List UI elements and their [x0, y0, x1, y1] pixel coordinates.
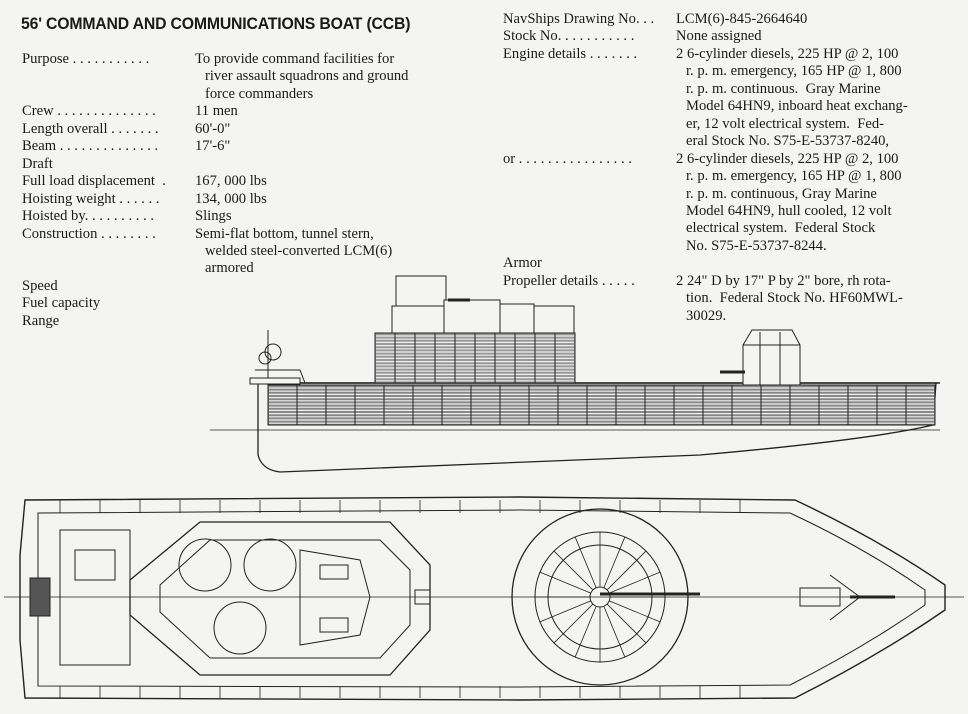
drawing-line	[603, 536, 626, 588]
spec-value-line: 11 men	[195, 103, 238, 120]
spec-value-line: 167, 000 lbs	[195, 173, 267, 190]
spec-value-line: 2 24" D by 17" P by 2" bore, rh rota-	[676, 272, 891, 289]
spec-value: None assigned	[676, 28, 762, 45]
drawing-line	[603, 606, 626, 658]
drawing-line	[553, 550, 594, 591]
drawing-line	[539, 600, 591, 623]
spec-label: Range	[22, 312, 60, 329]
drawing-line	[539, 571, 591, 594]
spec-value-line: 17'-6"	[195, 138, 231, 155]
spec-value-line: Semi-flat bottom, tunnel stern,	[195, 225, 374, 242]
spec-label: or . . . . . . . . . . . . . . . .	[503, 150, 632, 167]
spec-value-line: None assigned	[676, 28, 762, 45]
spec-value-line: 134, 000 lbs	[195, 190, 267, 207]
spec-label: Propeller details . . . . .	[503, 272, 635, 289]
spec-value-line: er, 12 volt electrical system. Fed-	[686, 115, 884, 132]
spec-value-line: Slings	[195, 208, 232, 225]
spec-value-line: welded steel-converted LCM(6)	[205, 242, 393, 259]
spec-value-line: No. S75-E-53737-8244.	[686, 237, 827, 254]
spec-value-line: 2 6-cylinder diesels, 225 HP @ 2, 100	[676, 150, 899, 167]
page-title: 56' COMMAND AND COMMUNICATIONS BOAT (CCB…	[21, 14, 411, 33]
left-spec-list: Purpose . . . . . . . . . . . To provide …	[22, 51, 408, 330]
spec-value-line: 30029.	[686, 307, 727, 324]
drawing-line	[553, 603, 594, 644]
spec-value: 2 24" D by 17" P by 2" bore, rh rota-tio…	[676, 273, 903, 325]
spec-row: Propeller details . . . . . 2 24" D by 17…	[503, 273, 908, 325]
spec-value: Slings	[195, 208, 232, 225]
spec-value: Semi-flat bottom, tunnel stern,welded st…	[195, 226, 392, 278]
spec-value-line: To provide command facilities for	[195, 51, 395, 67]
side-elevation-drawing	[210, 275, 940, 473]
spec-row: or . . . . . . . . . . . . . . . . 2 6-cy…	[503, 151, 908, 256]
spec-label: Full load displacement .	[22, 173, 166, 190]
spec-value: 11 men	[195, 103, 238, 120]
spec-value-line: 2 6-cylinder diesels, 225 HP @ 2, 100	[676, 45, 899, 62]
spec-label: Armor	[503, 255, 542, 272]
spec-value: 134, 000 lbs	[195, 191, 267, 208]
spec-value-line: force commanders	[205, 85, 314, 102]
spec-label: Construction . . . . . . . .	[22, 225, 156, 242]
drawing-line	[574, 536, 597, 588]
right-spec-list: NavShips Drawing No. . . LCM(6)-845-26646…	[503, 11, 908, 325]
spec-row: Fuel capacity	[22, 295, 408, 312]
spec-value-line: r. p. m. emergency, 165 HP @ 1, 800	[686, 63, 902, 80]
spec-row: Engine details . . . . . . . 2 6-cylinder…	[503, 46, 908, 151]
spec-label: Crew . . . . . . . . . . . . . .	[22, 103, 156, 120]
spec-value-line: river assault squadrons and ground	[205, 68, 409, 85]
spec-label: Purpose . . . . . . . . . . .	[22, 51, 150, 67]
spec-label: Stock No. . . . . . . . . . .	[503, 28, 635, 45]
spec-value-line: Model 64HN9, inboard heat exchang-	[686, 98, 908, 115]
spec-row: Beam . . . . . . . . . . . . . . 17'-6"	[22, 138, 408, 155]
spec-row: Construction . . . . . . . . Semi-flat bo…	[22, 226, 408, 278]
spec-value: 17'-6"	[195, 138, 230, 155]
spec-value: 60'-0"	[195, 121, 230, 138]
spec-label: Length overall . . . . . . .	[22, 120, 159, 137]
spec-row: Range	[22, 313, 408, 330]
spec-value-line: r. p. m. continuous, Gray Marine	[686, 185, 877, 202]
drawing-line	[609, 571, 661, 594]
spec-label: Hoisting weight . . . . . .	[22, 190, 160, 207]
spec-value-line: r. p. m. continuous. Gray Marine	[686, 80, 881, 97]
spec-row: Draft	[22, 156, 408, 173]
spec-label: Hoisted by. . . . . . . . . .	[22, 208, 155, 225]
spec-value-line: tion. Federal Stock No. HF60MWL-	[686, 290, 903, 307]
spec-label: Speed	[22, 277, 58, 294]
spec-row: Hoisting weight . . . . . . 134, 000 lbs	[22, 191, 408, 208]
spec-row: NavShips Drawing No. . . LCM(6)-845-26646…	[503, 11, 908, 28]
drawing-line	[609, 600, 661, 623]
spec-row: Full load displacement . 167, 000 lbs	[22, 173, 408, 190]
spec-value: 167, 000 lbs	[195, 173, 267, 190]
spec-row: Armor	[503, 255, 908, 272]
spec-row: Crew . . . . . . . . . . . . . . 11 men	[22, 103, 408, 120]
spec-value-line: Model 64HN9, hull cooled, 12 volt	[686, 202, 892, 219]
spec-row: Speed	[22, 278, 408, 295]
plan-view-drawing	[4, 496, 964, 701]
spec-row: Hoisted by. . . . . . . . . . Slings	[22, 208, 408, 225]
spec-value-line: r. p. m. emergency, 165 HP @ 1, 800	[686, 168, 902, 185]
drawing-line	[606, 550, 647, 591]
spec-value-line: armored	[205, 260, 254, 277]
spec-label: Engine details . . . . . . .	[503, 45, 638, 62]
spec-value-line: eral Stock No. S75-E-53737-8240,	[686, 133, 890, 150]
spec-value-line: electrical system. Federal Stock	[686, 220, 876, 237]
spec-label: NavShips Drawing No. . .	[503, 11, 655, 27]
spec-value: LCM(6)-845-2664640	[676, 11, 807, 28]
spec-label: Draft	[22, 155, 53, 172]
spec-row: Purpose . . . . . . . . . . . To provide …	[22, 51, 408, 103]
spec-row: Length overall . . . . . . . 60'-0"	[22, 121, 408, 138]
spec-value-line: LCM(6)-845-2664640	[676, 11, 808, 27]
spec-label: Fuel capacity	[22, 295, 101, 312]
drawing-line	[574, 606, 597, 658]
spec-value-line: 60'-0"	[195, 120, 231, 137]
spec-row: Stock No. . . . . . . . . . . None assign…	[503, 28, 908, 45]
spec-label: Beam . . . . . . . . . . . . . .	[22, 138, 159, 155]
drawing-line	[606, 603, 647, 644]
